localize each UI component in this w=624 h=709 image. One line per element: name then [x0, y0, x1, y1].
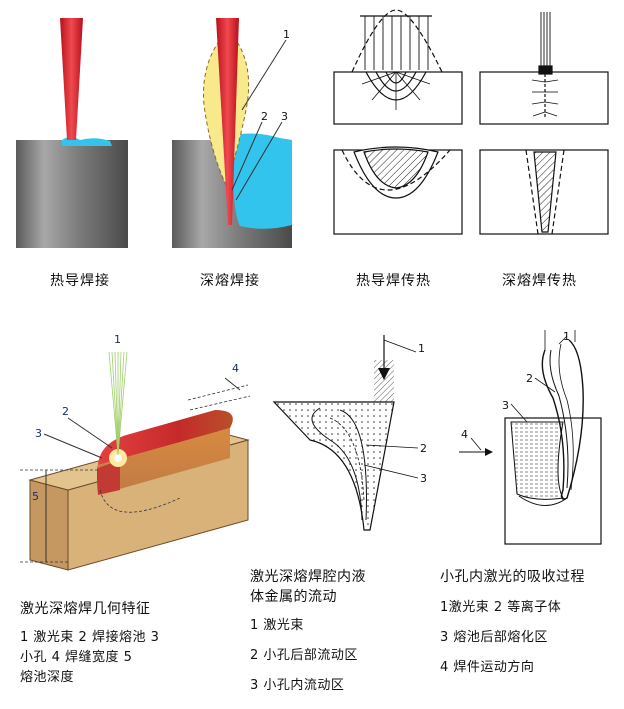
keyhole-melt [220, 133, 292, 229]
geometry-legend-line-3: 熔池深度 [20, 670, 75, 685]
conduction-heat-transfer-diagram [333, 9, 463, 125]
flow-label-2: 2 [420, 442, 428, 455]
keyhole-weld-profile [479, 149, 609, 235]
conduction-laser-beam [60, 18, 83, 140]
absorption-item-3: 4 焊件运动方向 [440, 660, 535, 675]
liquid-flow-figure [272, 335, 419, 531]
flow-figure-title-line-1: 激光深熔焊腔内液 [250, 569, 366, 585]
absorption-label-4: 4 [461, 428, 469, 441]
geometry-figure-title: 激光深熔焊几何特征 [20, 601, 151, 617]
absorption-label-2: 2 [526, 372, 534, 385]
keyhole-laser-beam [216, 18, 239, 225]
weld-pool [98, 428, 230, 495]
geometry-laser-beam [108, 351, 128, 456]
absorption-label-3: 3 [502, 399, 510, 412]
geometry-label-1: 1 [114, 333, 122, 346]
heat-transfer-schematics [333, 9, 609, 235]
absorption-figure-title: 小孔内激光的吸收过程 [440, 569, 585, 585]
absorption-item-2: 3 熔池后部熔化区 [440, 630, 548, 645]
keyhole-label-1: 1 [283, 28, 291, 41]
geometry-legend-line-1: 1 激光束 2 焊接熔池 3 [20, 630, 160, 645]
geometry-label-3: 3 [35, 427, 43, 440]
conduction-weld-profile [333, 146, 463, 235]
keyhole-geometry-figure [20, 351, 251, 571]
flow-label-3: 3 [420, 472, 428, 485]
welding-modes-illustration [16, 18, 292, 248]
flow-item-3: 3 小孔内流动区 [250, 678, 345, 693]
conduction-workpiece [16, 140, 128, 248]
keyhole-heat-transfer-diagram [479, 12, 609, 125]
caption-conduction-heat-transfer: 热导焊传热 [356, 273, 431, 289]
flow-figure-title-line-2: 体金属的流动 [250, 589, 337, 605]
caption-keyhole-welding: 深熔焊接 [200, 273, 260, 289]
absorption-label-1: 1 [563, 330, 571, 343]
keyhole-label-2: 2 [261, 110, 269, 123]
flow-item-2: 2 小孔后部流动区 [250, 648, 358, 663]
laser-absorption-figure [459, 330, 602, 545]
geometry-legend-line-2: 小孔 4 焊缝宽度 5 [20, 650, 133, 665]
caption-keyhole-heat-transfer: 深熔焊传热 [502, 273, 577, 289]
flow-label-1: 1 [418, 342, 426, 355]
geometry-label-4: 4 [232, 362, 240, 375]
caption-conduction-welding: 热导焊接 [50, 273, 110, 289]
geometry-label-5: 5 [32, 490, 40, 503]
keyhole-label-3: 3 [281, 110, 289, 123]
flow-item-1: 1 激光束 [250, 618, 304, 633]
absorption-item-1: 1激光束 2 等离子体 [440, 600, 562, 615]
geometry-label-2: 2 [62, 405, 70, 418]
